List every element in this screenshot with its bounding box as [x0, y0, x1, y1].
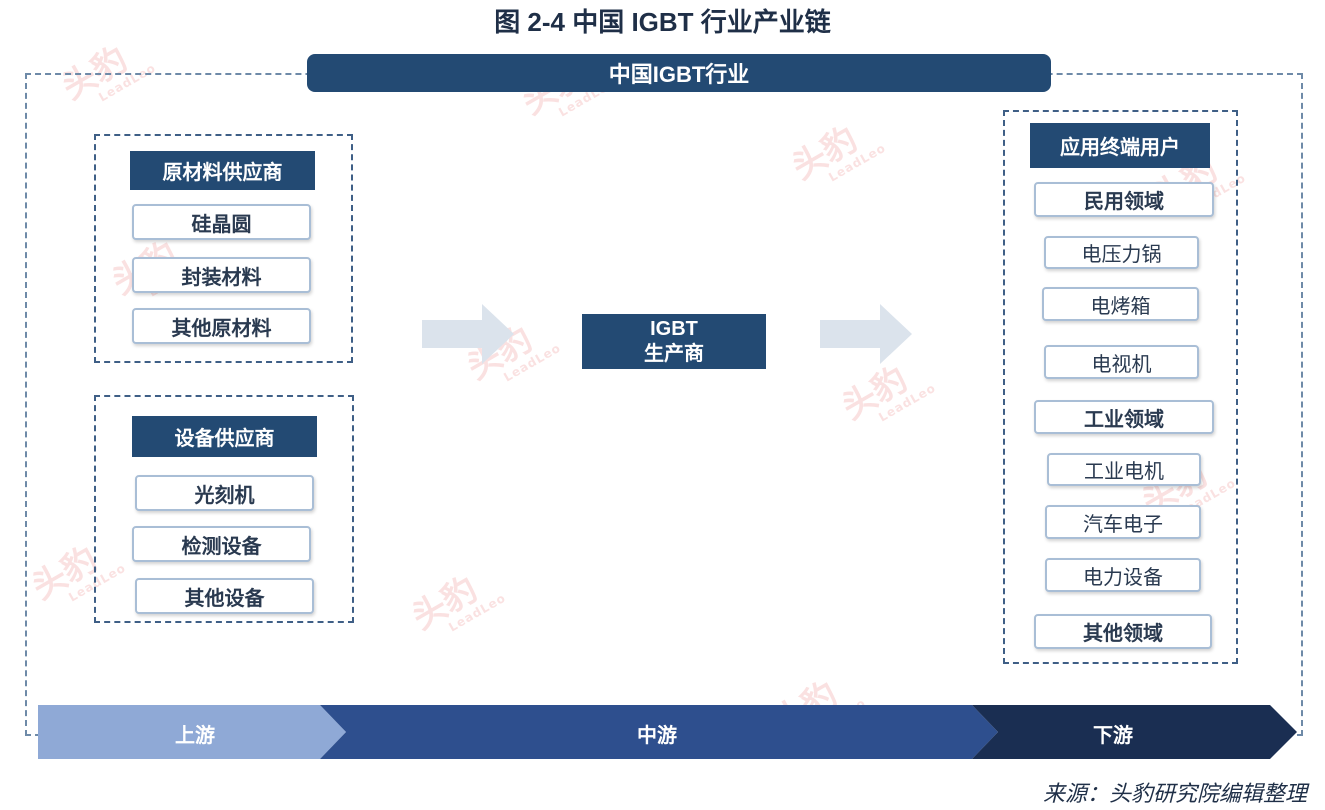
- figure-title: 图 2-4 中国 IGBT 行业产业链: [494, 7, 831, 37]
- industrial-item: 工业电机: [1047, 453, 1201, 486]
- raw-material-item: 其他原材料: [132, 308, 311, 344]
- end-user-header: 应用终端用户: [1030, 123, 1210, 168]
- right-arrow-icon: [422, 304, 514, 364]
- raw-material-group: [94, 134, 353, 363]
- upstream-segment: [38, 705, 346, 759]
- end-user-group: [1003, 110, 1238, 664]
- equipment-item: 其他设备: [135, 578, 314, 614]
- other-domain: 其他领域: [1034, 614, 1212, 649]
- upstream-label: 上游: [175, 725, 215, 747]
- midstream-label: 中游: [637, 725, 677, 747]
- industrial-domain: 工业领域: [1034, 400, 1214, 434]
- producer-line1: IGBT: [650, 318, 698, 340]
- downstream-label: 下游: [1093, 725, 1133, 747]
- equipment-group: [94, 395, 354, 623]
- source-note: 来源：头豹研究院编辑整理: [1042, 781, 1307, 806]
- civil-item: 电视机: [1044, 345, 1199, 379]
- right-arrow-icon: [820, 304, 912, 364]
- industrial-item: 电力设备: [1045, 558, 1201, 592]
- equipment-header: 设备供应商: [132, 416, 317, 457]
- equipment-item: 检测设备: [132, 526, 311, 562]
- raw-material-item: 硅晶圆: [132, 204, 311, 240]
- midstream-segment: [320, 705, 998, 759]
- civil-item: 电烤箱: [1042, 287, 1199, 321]
- raw-material-item: 封装材料: [132, 257, 311, 293]
- civil-item: 电压力锅: [1044, 236, 1199, 269]
- igbt-producer-box: IGBT 生产商: [582, 314, 766, 369]
- downstream-segment: [972, 705, 1297, 759]
- industrial-item: 汽车电子: [1045, 505, 1201, 539]
- producer-line2: 生产商: [644, 343, 704, 365]
- civil-domain: 民用领域: [1034, 182, 1214, 217]
- equipment-item: 光刻机: [135, 475, 314, 511]
- raw-material-header: 原材料供应商: [130, 151, 315, 190]
- industry-banner: 中国IGBT行业: [307, 54, 1051, 92]
